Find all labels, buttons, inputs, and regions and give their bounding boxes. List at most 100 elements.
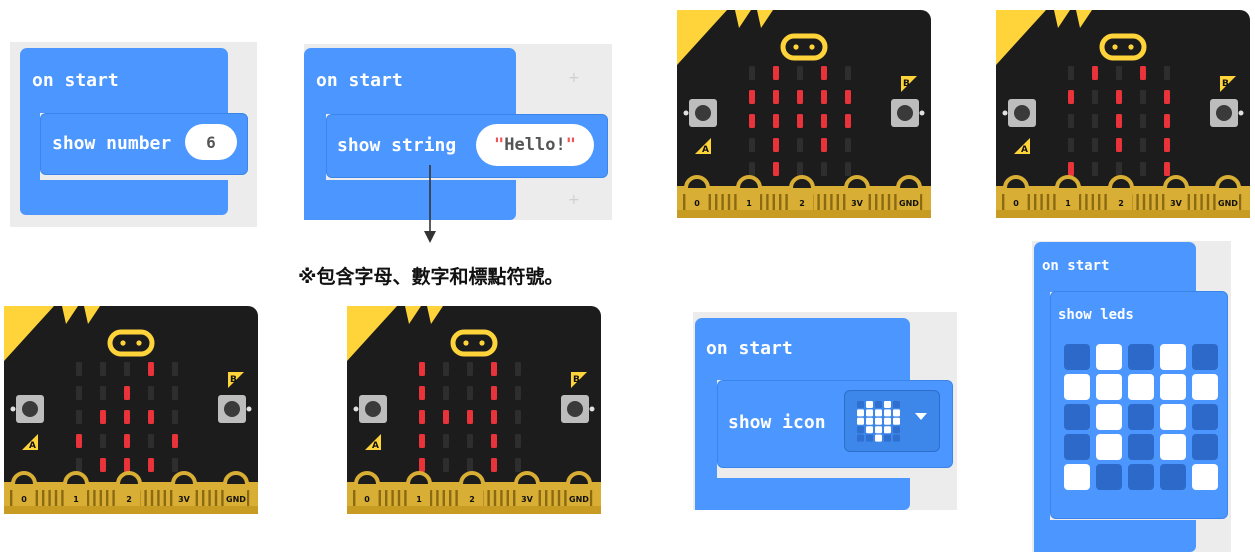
button-a-label: A (1021, 145, 1028, 155)
led-3-2 (124, 434, 130, 448)
led-toggle-1-1[interactable] (1096, 374, 1122, 400)
led-toggle-1-3[interactable] (1160, 374, 1186, 400)
button-a[interactable] (353, 395, 388, 423)
led-toggle-0-3[interactable] (1160, 344, 1186, 370)
led-toggle-2-1[interactable] (1096, 404, 1122, 430)
led-2-0 (76, 410, 82, 424)
led-2-3 (491, 410, 497, 424)
led-2-4 (845, 114, 851, 128)
led-0-3 (491, 362, 497, 376)
heart-cell (866, 434, 873, 442)
led-toggle-2-2[interactable] (1128, 404, 1154, 430)
led-0-4 (515, 362, 521, 376)
icon-dropdown[interactable] (844, 390, 940, 452)
on-start-block-4[interactable] (1034, 242, 1196, 292)
led-toggle-4-4[interactable] (1192, 464, 1218, 490)
led-3-0 (76, 434, 82, 448)
led-1-0 (1068, 90, 1074, 104)
led-toggle-2-4[interactable] (1192, 404, 1218, 430)
button-b[interactable] (1210, 99, 1244, 127)
button-b[interactable] (218, 395, 252, 423)
heart-cell (866, 401, 873, 408)
on-start-block[interactable] (20, 48, 228, 113)
pin-label-GND: GND (899, 199, 919, 208)
led-1-3 (491, 386, 497, 400)
led-2-1 (773, 114, 779, 128)
led-0-2 (797, 66, 803, 80)
button-a[interactable] (1002, 99, 1037, 127)
led-grid[interactable] (1064, 344, 1224, 494)
pin-label-3V: 3V (521, 495, 534, 504)
led-toggle-1-4[interactable] (1192, 374, 1218, 400)
led-4-3 (491, 458, 497, 472)
button-b[interactable] (891, 99, 925, 127)
led-1-2 (124, 386, 130, 400)
show-leds-label: show leds (1058, 307, 1134, 323)
led-0-1 (100, 362, 106, 376)
logo-icon (780, 33, 828, 61)
led-toggle-2-0[interactable] (1064, 404, 1090, 430)
on-start-label: on start (32, 70, 119, 91)
led-toggle-3-2[interactable] (1128, 434, 1154, 460)
led-toggle-3-0[interactable] (1064, 434, 1090, 460)
on-start-block-3[interactable] (695, 318, 910, 380)
led-1-0 (419, 386, 425, 400)
led-4-2 (124, 458, 130, 472)
led-toggle-2-3[interactable] (1160, 404, 1186, 430)
led-1-1 (100, 386, 106, 400)
led-toggle-3-1[interactable] (1096, 434, 1122, 460)
led-4-0 (1068, 162, 1074, 176)
led-toggle-3-4[interactable] (1192, 434, 1218, 460)
led-3-0 (419, 434, 425, 448)
led-1-2 (467, 386, 473, 400)
heart-cell (875, 434, 882, 442)
heart-cell (857, 417, 864, 425)
led-toggle-4-0[interactable] (1064, 464, 1090, 490)
led-2-1 (1092, 114, 1098, 128)
note-text: ※包含字母、數字和標點符號。 (298, 266, 564, 288)
led-toggle-3-3[interactable] (1160, 434, 1186, 460)
pin-label-2: 2 (799, 199, 805, 208)
button-a[interactable] (683, 99, 718, 127)
led-3-2 (1116, 138, 1122, 152)
show-string-label: show string (337, 135, 457, 156)
led-3-4 (845, 138, 851, 152)
chevron-down-icon (915, 413, 927, 420)
led-4-2 (1116, 162, 1122, 176)
led-toggle-4-3[interactable] (1160, 464, 1186, 490)
string-value-input[interactable]: "Hello!" (476, 124, 594, 166)
pin-label-2: 2 (126, 495, 132, 504)
led-toggle-0-4[interactable] (1192, 344, 1218, 370)
logo-icon (450, 329, 498, 357)
pin-label-0: 0 (694, 199, 700, 208)
led-0-4 (845, 66, 851, 80)
pin-label-3V: 3V (851, 199, 864, 208)
led-toggle-0-0[interactable] (1064, 344, 1090, 370)
on-start-block-2[interactable] (304, 48, 516, 114)
heart-cell (857, 409, 864, 417)
logo-icon (1099, 33, 1147, 61)
heart-cell (875, 417, 882, 425)
pin-label-0: 0 (21, 495, 27, 504)
button-a-label: A (702, 145, 709, 155)
pin-label-2: 2 (1118, 199, 1124, 208)
button-b[interactable] (561, 395, 595, 423)
led-toggle-0-2[interactable] (1128, 344, 1154, 370)
led-3-1 (773, 138, 779, 152)
led-4-4 (172, 458, 178, 472)
led-4-1 (100, 458, 106, 472)
led-toggle-1-0[interactable] (1064, 374, 1090, 400)
heart-cell (893, 434, 900, 442)
led-4-4 (1164, 162, 1170, 176)
number-value-input[interactable]: 6 (185, 124, 237, 160)
led-toggle-1-2[interactable] (1128, 374, 1154, 400)
heart-cell (884, 426, 891, 434)
button-a[interactable] (10, 395, 45, 423)
show-number-label: show number (52, 133, 172, 154)
led-toggle-0-1[interactable] (1096, 344, 1122, 370)
led-toggle-4-1[interactable] (1096, 464, 1122, 490)
led-toggle-4-2[interactable] (1128, 464, 1154, 490)
